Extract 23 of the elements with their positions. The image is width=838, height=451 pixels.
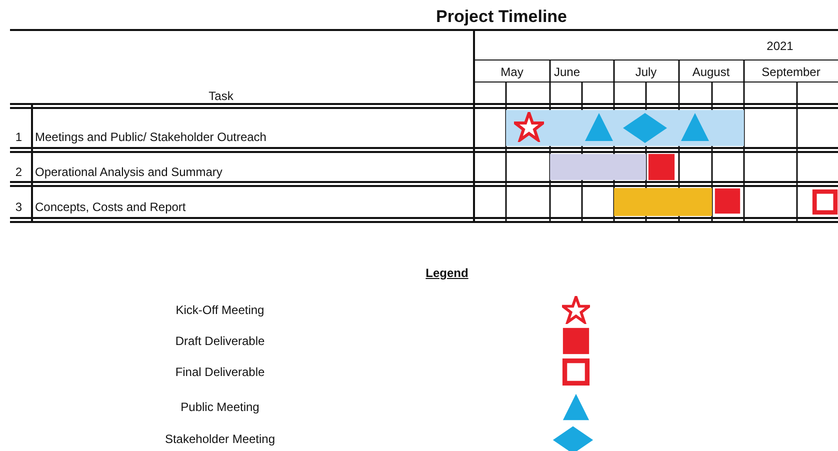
chart-title: Project Timeline <box>436 7 568 27</box>
task-name: Concepts, Costs and Report <box>35 199 186 215</box>
task-name: Operational Analysis and Summary <box>35 164 222 180</box>
month-header: August <box>692 64 730 80</box>
legend-label: Final Deliverable <box>175 364 265 380</box>
column-header: Task <box>208 88 234 104</box>
legend-label: Kick-Off Meeting <box>176 302 264 318</box>
legend-label: Public Meeting <box>180 399 260 415</box>
month-header: September <box>762 64 820 80</box>
legend-title: Legend <box>426 265 468 281</box>
gantt-bar <box>614 188 712 216</box>
row-number: 1 <box>15 129 22 145</box>
year-header: 2021 <box>766 38 794 54</box>
month-header: June <box>554 64 580 80</box>
row-number: 2 <box>15 164 22 180</box>
gantt-bar <box>506 110 744 146</box>
legend-label: Stakeholder Meeting <box>164 431 276 447</box>
gantt-bar <box>550 154 646 180</box>
month-header: May <box>500 64 524 80</box>
row-number: 3 <box>15 199 22 215</box>
task-name: Meetings and Public/ Stakeholder Outreach <box>35 129 266 145</box>
legend-label: Draft Deliverable <box>175 333 265 349</box>
month-header: July <box>635 64 657 80</box>
